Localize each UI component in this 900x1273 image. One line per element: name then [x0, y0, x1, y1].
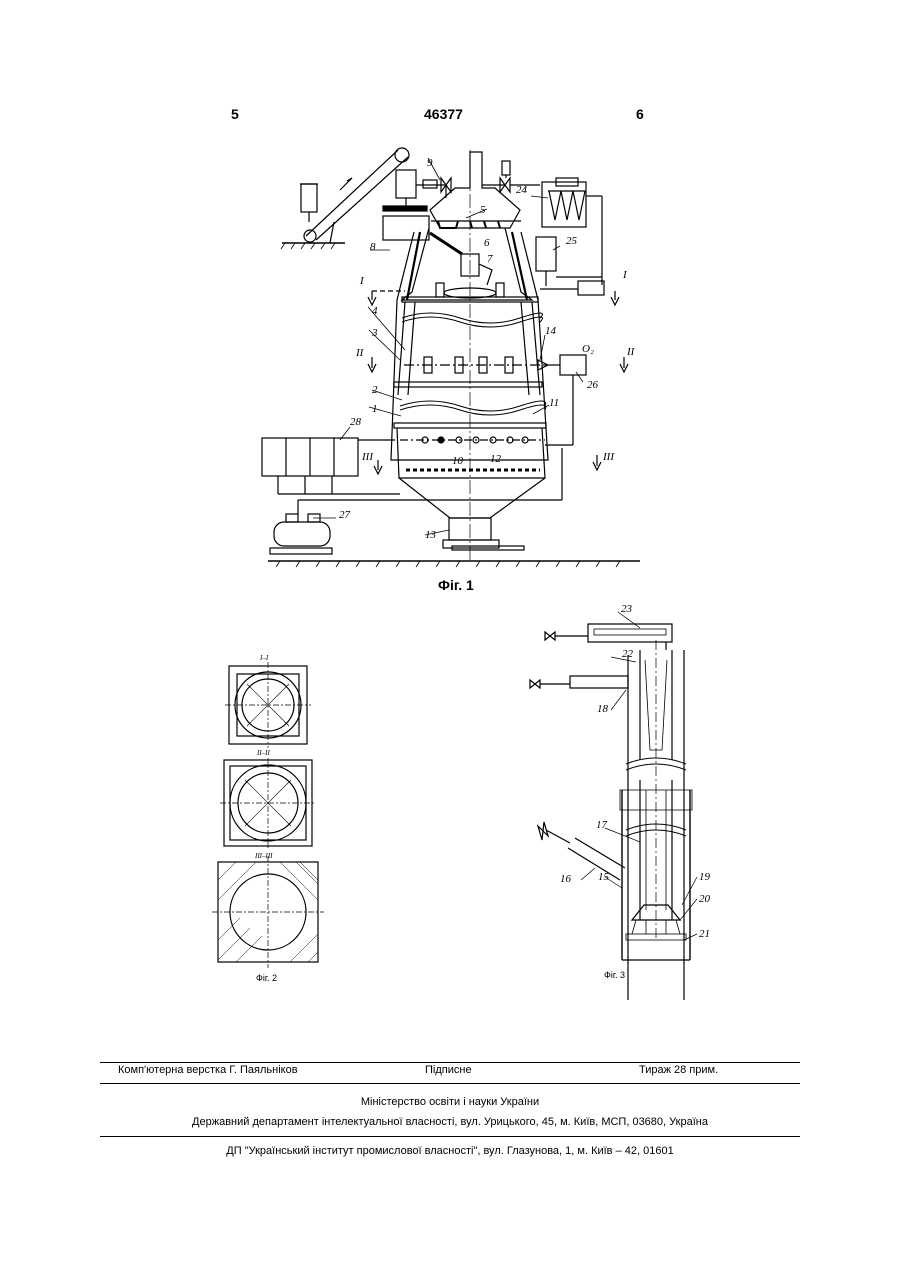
label-8: 8 [370, 241, 376, 253]
section-title-3: III–III [254, 852, 273, 860]
footer-circulation: Тираж 28 прим. [639, 1064, 718, 1076]
label-3: 3 [371, 327, 378, 339]
label-5: 5 [480, 204, 486, 216]
figure-3-caption: Фіг. 3 [604, 970, 625, 980]
footer-rule-1 [100, 1062, 800, 1063]
footer-layout-credit: Комп'ютерна верстка Г. Паяльніков [118, 1064, 298, 1076]
label-19: 19 [699, 871, 711, 883]
label-24: 24 [516, 184, 528, 196]
label-11: 11 [549, 397, 559, 409]
label-25: 25 [566, 235, 578, 247]
figure-3-burner [530, 612, 697, 1000]
label-2: 2 [372, 384, 378, 396]
figure-1-caption: Фіг. 1 [438, 577, 474, 593]
label-26: 26 [587, 379, 599, 391]
section-mark-II-right: II [626, 346, 636, 358]
label-13: 13 [425, 529, 437, 541]
label-9: 9 [427, 157, 433, 169]
label-o2: O₂ [582, 343, 594, 355]
footer-rule-3 [100, 1136, 800, 1137]
label-16: 16 [560, 873, 572, 885]
label-27: 27 [339, 509, 351, 521]
section-title-2: II–II [256, 749, 270, 757]
label-22: 22 [622, 648, 634, 660]
figure-1-furnace [262, 148, 640, 567]
footer-ministry: Міністерство освіти і науки України [100, 1096, 800, 1108]
section-title-1: I–I [259, 654, 269, 662]
label-28: 28 [350, 416, 362, 428]
label-6: 6 [484, 237, 490, 249]
section-mark-I-left: I [359, 275, 365, 287]
label-10: 10 [452, 455, 464, 467]
footer-rule-2 [100, 1083, 800, 1084]
label-21: 21 [699, 928, 710, 940]
footer-institute: ДП "Український інститут промислової вла… [100, 1145, 800, 1157]
section-mark-I-right: I [622, 269, 628, 281]
label-7: 7 [487, 253, 493, 265]
label-12: 12 [490, 453, 502, 465]
figure-2-cross-sections [212, 662, 324, 968]
label-20: 20 [699, 893, 711, 905]
section-mark-III-left: III [361, 451, 374, 463]
section-mark-II-left: II [355, 347, 365, 359]
figure-2-caption: Фіг. 2 [256, 973, 277, 983]
label-14: 14 [545, 325, 557, 337]
label-1: 1 [372, 403, 378, 415]
section-mark-III-right: III [602, 451, 615, 463]
label-17: 17 [596, 819, 608, 831]
label-15: 15 [598, 871, 610, 883]
label-4: 4 [372, 305, 378, 317]
technical-drawings: 9 5 6 7 8 4 3 2 1 10 11 12 13 14 24 25 2… [0, 0, 900, 1010]
label-18: 18 [597, 703, 609, 715]
footer-department: Державний департамент інтелектуальної вл… [100, 1116, 800, 1128]
label-23: 23 [621, 603, 633, 615]
footer-signed: Підписне [425, 1064, 472, 1076]
